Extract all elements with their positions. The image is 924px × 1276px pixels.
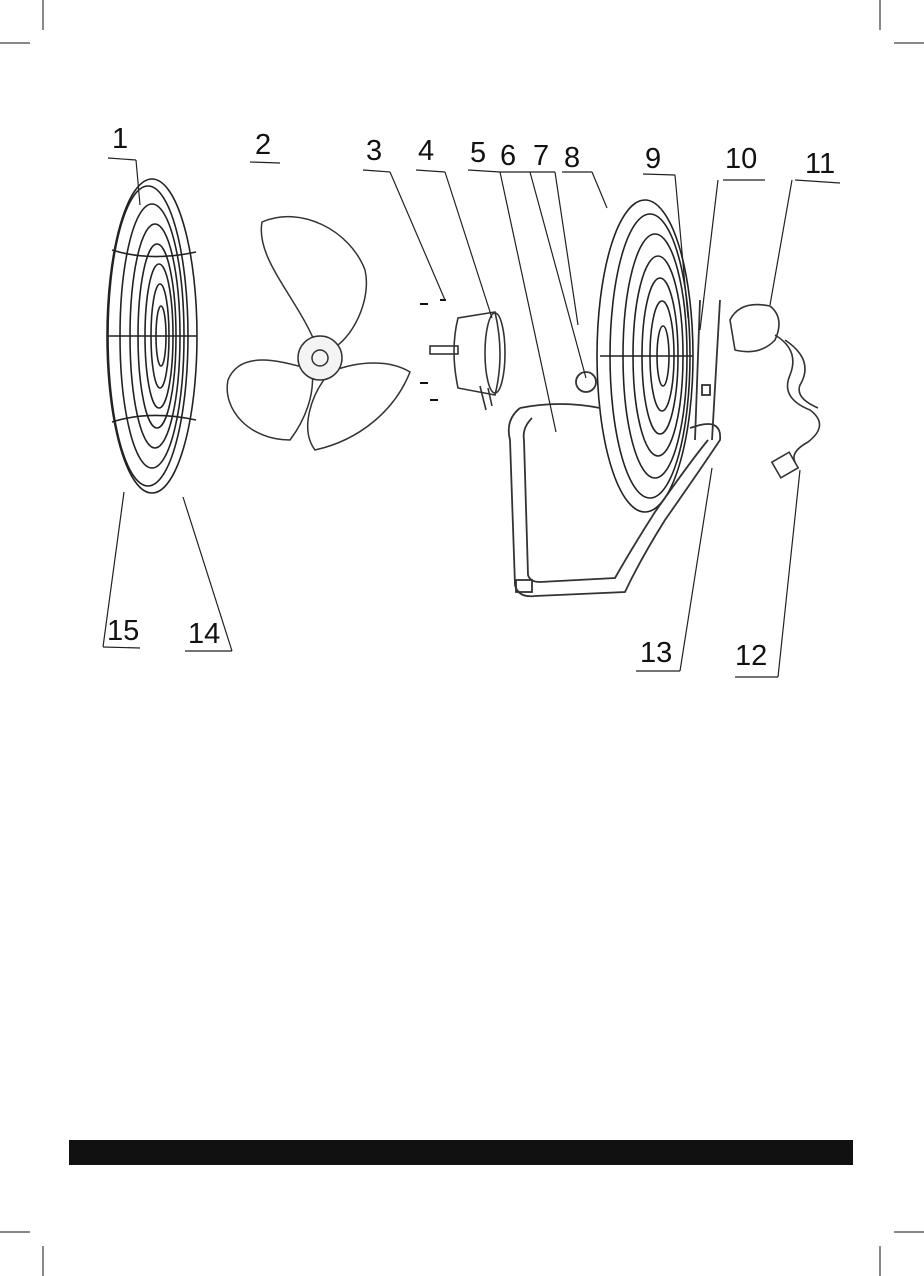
part-number-6: 6 xyxy=(500,140,516,172)
part-number-10: 10 xyxy=(725,143,757,175)
stand-frame xyxy=(509,300,720,596)
front-grille xyxy=(107,179,197,493)
part-number-5: 5 xyxy=(470,137,486,169)
part-number-7: 7 xyxy=(533,140,549,172)
part-number-9: 9 xyxy=(645,143,661,175)
part-number-15: 15 xyxy=(107,615,139,647)
part-number-1: 1 xyxy=(112,123,128,155)
part-number-12: 12 xyxy=(735,640,767,672)
part-number-3: 3 xyxy=(366,135,382,167)
part-number-11: 11 xyxy=(805,148,835,180)
fan-blade xyxy=(227,217,410,450)
part-number-4: 4 xyxy=(418,135,434,167)
motor xyxy=(430,312,505,410)
part-number-14: 14 xyxy=(188,618,220,650)
footer-bar xyxy=(69,1140,853,1165)
part-number-2: 2 xyxy=(255,129,271,161)
part-labels xyxy=(103,158,840,677)
screws xyxy=(420,300,446,400)
part-number-13: 13 xyxy=(640,637,672,669)
rear-grille xyxy=(597,200,693,512)
switch-and-cord xyxy=(730,305,820,478)
part-number-8: 8 xyxy=(564,142,580,174)
